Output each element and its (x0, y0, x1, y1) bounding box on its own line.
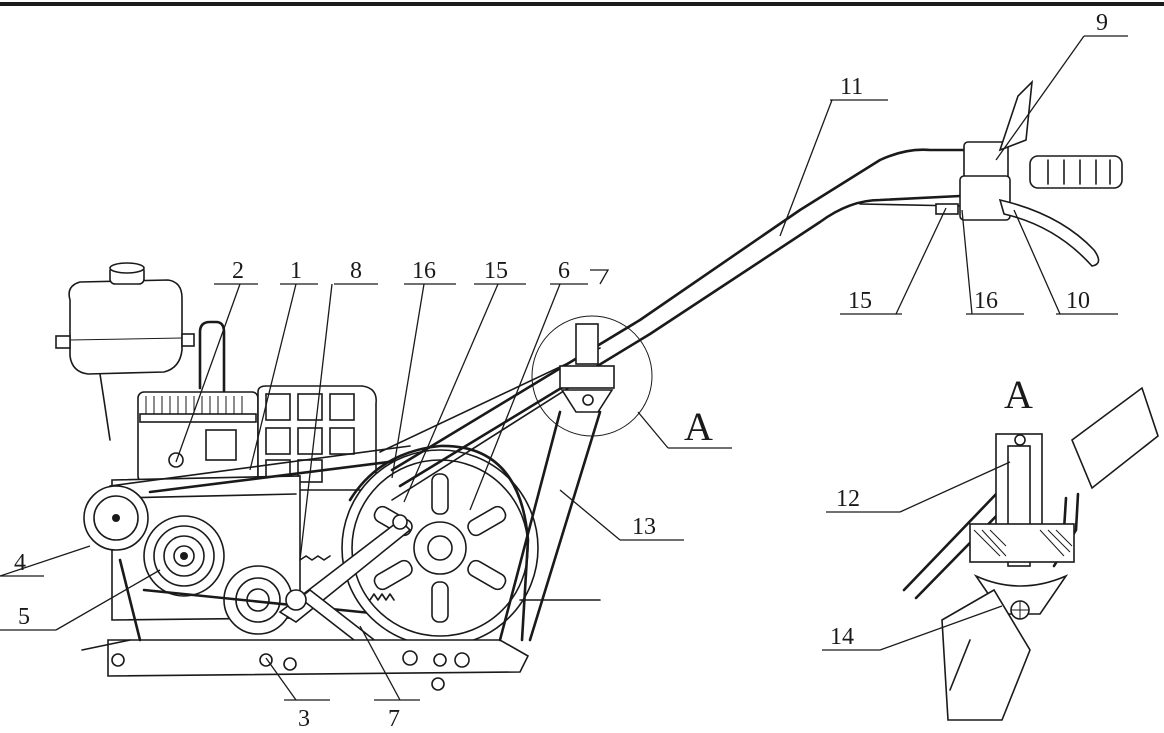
wheel-guard (348, 444, 530, 642)
leader-lines (0, 35, 1085, 701)
callout-12: 12 (836, 486, 860, 512)
callout-9: 9 (1096, 10, 1108, 36)
support-frame-13 (498, 410, 602, 642)
detail-a-marker: A (684, 404, 713, 449)
callout-15-right: 15 (848, 288, 872, 314)
air-filter-housing (257, 385, 378, 491)
cable-connector (935, 203, 959, 215)
callout-labels: 2 1 8 16 15 6 4 5 3 7 13 11 9 15 16 10 1… (14, 10, 1108, 732)
engine-block (137, 391, 259, 483)
detail-a-title: A (1004, 372, 1033, 417)
tension-spring (299, 555, 395, 601)
pulley-4 (83, 485, 149, 551)
fuel-line (198, 320, 226, 394)
callout-13: 13 (632, 514, 656, 540)
base-frame (81, 558, 530, 691)
callout-14: 14 (830, 624, 854, 650)
callout-8: 8 (350, 258, 362, 284)
fuel-tank (55, 262, 195, 441)
callout-11: 11 (840, 74, 863, 100)
handle-grip (1029, 155, 1123, 189)
callout-3: 3 (298, 706, 310, 732)
height-adjuster (559, 323, 615, 413)
callout-7: 7 (388, 706, 400, 732)
callout-underlines (0, 35, 1128, 701)
callout-1: 1 (290, 258, 302, 284)
detail-a-view (902, 386, 1159, 721)
callout-2: 2 (232, 258, 244, 284)
callout-6: 6 (558, 258, 570, 284)
callout-15-left: 15 (484, 258, 508, 284)
throttle-control (959, 79, 1034, 221)
clutch-lever (998, 198, 1100, 267)
drive-wheel (341, 449, 539, 647)
callout-16-right: 16 (974, 288, 998, 314)
pulley-5 (143, 515, 225, 597)
callout-16-left: 16 (412, 258, 436, 284)
detail-a-circle (531, 315, 732, 449)
callout-5: 5 (18, 604, 30, 630)
callout-4: 4 (14, 550, 26, 576)
callout-10: 10 (1066, 288, 1090, 314)
